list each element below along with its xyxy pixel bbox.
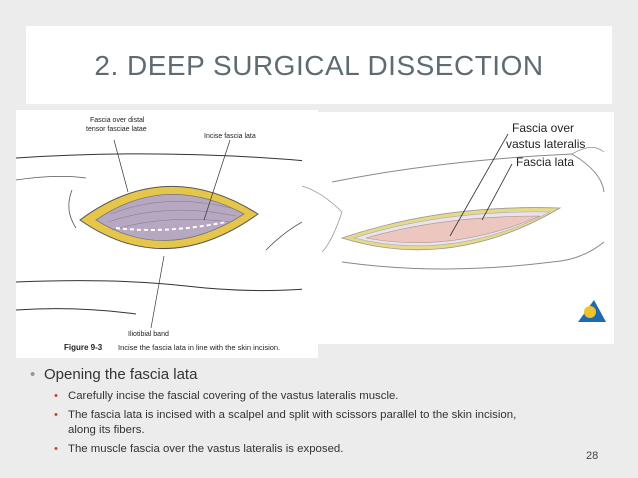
bullet-sub-2-line1: The fascia lata is incised with a scalpe… xyxy=(68,409,517,421)
title-box: 2. DEEP SURGICAL DISSECTION xyxy=(26,26,612,104)
bullet-sub-2: The fascia lata is incised with a scalpe… xyxy=(52,408,590,438)
figure-right: Fascia over vastus lateralis Fascia lata xyxy=(301,112,614,344)
caption-text: Incise the fascia lata in line with the … xyxy=(118,343,280,352)
label-fascia-distal-1: Fascia over distal xyxy=(90,117,145,124)
figure-left-illustration: Fascia over distal tensor fasciae latae … xyxy=(15,117,319,352)
figure-left: Fascia over distal tensor fasciae latae … xyxy=(15,110,319,358)
label-fascia-over: Fascia over xyxy=(512,121,574,135)
figure-right-illustration: Fascia over vastus lateralis Fascia lata xyxy=(301,121,606,322)
label-incise-fascia: Incise fascia lata xyxy=(204,133,256,140)
slide-title: 2. DEEP SURGICAL DISSECTION xyxy=(94,50,544,81)
bullet-sub-1: Carefully incise the fascial covering of… xyxy=(52,389,590,404)
bullet-sub-3: The muscle fascia over the vastus latera… xyxy=(52,442,590,457)
bullet-list: Opening the fascia lata Carefully incise… xyxy=(30,366,590,461)
bullet-sub-2-line2: along its fibers. xyxy=(68,424,145,436)
caption-figure-number: Figure 9-3 xyxy=(64,343,103,352)
label-fascia-lata: Fascia lata xyxy=(516,155,574,169)
page-number: 28 xyxy=(586,450,599,462)
label-vastus-lateralis: vastus lateralis xyxy=(506,137,585,151)
label-fascia-distal-2: tensor fasciae latae xyxy=(86,126,147,133)
label-iliotibial-band: Iliotibial band xyxy=(128,331,169,338)
bullet-main: Opening the fascia lata xyxy=(30,366,590,383)
